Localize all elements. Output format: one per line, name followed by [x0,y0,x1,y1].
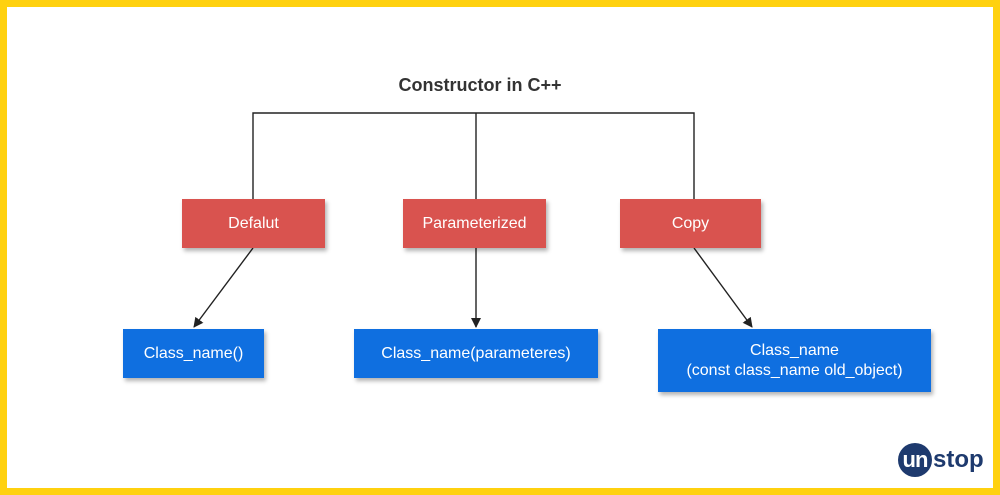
copy-syntax-line-1: Class_name [750,341,839,359]
arrow-default [193,247,254,328]
logo-badge: un [898,443,932,477]
unstop-logo: un stop [898,443,984,477]
copy-constructor-label: Copy [671,214,710,232]
parameterized-syntax-text: Class_name(parameteres) [381,344,571,362]
tree-connector [252,112,695,199]
parameterized-constructor-box: Parameterized [403,199,546,248]
logo-badge-text: un [902,447,929,472]
copy-syntax-box: Class_name (const class_name old_object) [658,329,931,392]
default-syntax-box: Class_name() [123,329,264,378]
copy-syntax-line-2: (const class_name old_object) [686,361,903,379]
parameterized-syntax-box: Class_name(parameteres) [354,329,598,378]
arrow-copy [693,247,753,328]
default-syntax-text: Class_name() [143,344,244,362]
copy-constructor-box: Copy [620,199,761,248]
default-constructor-box: Defalut [182,199,325,248]
diagram-title: Constructor in C++ [398,75,562,95]
default-constructor-label: Defalut [228,214,279,232]
connector-lines [193,112,753,328]
logo-wordmark: stop [933,446,984,473]
parameterized-constructor-label: Parameterized [422,214,527,232]
